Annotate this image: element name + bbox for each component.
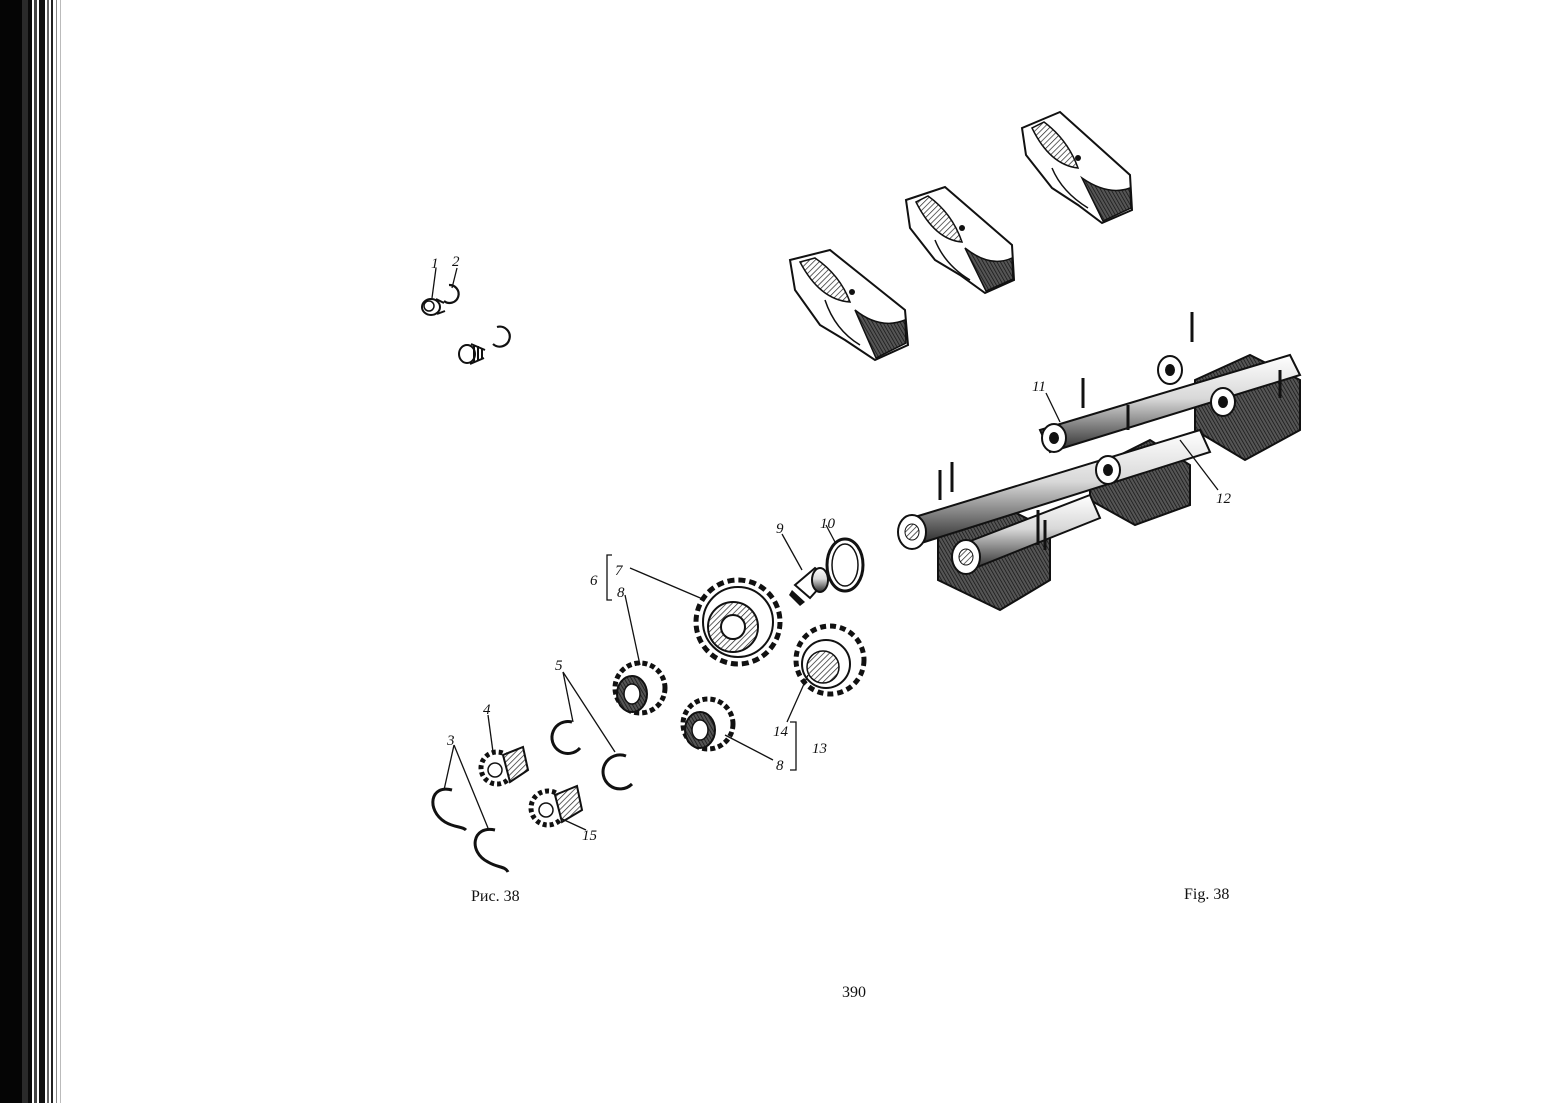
callout-14: 14 bbox=[773, 724, 789, 740]
leader-lines bbox=[431, 267, 1219, 831]
callout-5: 5 bbox=[555, 658, 563, 674]
callout-4: 4 bbox=[483, 702, 491, 718]
pinion-4-icon bbox=[478, 745, 530, 787]
large-gear-icon bbox=[693, 577, 783, 667]
retaining-ring-3a-icon bbox=[431, 787, 468, 832]
bushing-icon bbox=[789, 566, 830, 606]
retaining-ring-3b-icon bbox=[473, 827, 510, 873]
bearing-cap-middle-icon bbox=[904, 185, 1016, 295]
callout-numbers: 1 2 3 4 5 6 7 8 8 9 10 11 12 13 14 15 bbox=[431, 254, 1232, 844]
pinion-15-icon bbox=[528, 784, 584, 828]
spring-lower-icon bbox=[458, 343, 486, 365]
page-number: 390 bbox=[842, 984, 866, 1001]
scanned-binding-edge bbox=[0, 0, 61, 1103]
callout-15: 15 bbox=[582, 828, 598, 844]
callout-8-upper: 8 bbox=[617, 585, 625, 601]
shaft-assembly-icon bbox=[897, 312, 1302, 612]
callout-3: 3 bbox=[446, 733, 455, 749]
small-gear-lower-icon bbox=[680, 696, 736, 752]
bearing-cap-left-icon bbox=[788, 248, 910, 362]
snap-ring-5b-icon bbox=[601, 753, 634, 791]
callout-2: 2 bbox=[452, 254, 460, 270]
bearing-cap-right-icon bbox=[1020, 110, 1134, 225]
callout-11: 11 bbox=[1032, 379, 1046, 395]
callout-8-lower: 8 bbox=[776, 758, 784, 774]
figure-caption-ru: Рис. 38 bbox=[471, 888, 520, 905]
callout-7: 7 bbox=[615, 563, 624, 579]
callout-6: 6 bbox=[590, 573, 598, 589]
callout-13: 13 bbox=[812, 741, 827, 757]
snap-ring-5a-icon bbox=[550, 720, 582, 755]
callout-9: 9 bbox=[776, 521, 784, 537]
thrust-ring-icon bbox=[825, 537, 865, 593]
spring-upper-icon bbox=[421, 298, 446, 316]
figure-caption-en: Fig. 38 bbox=[1184, 886, 1230, 903]
snap-ring-lower-icon bbox=[492, 325, 511, 348]
callout-10: 10 bbox=[820, 516, 836, 532]
small-gear-upper-icon bbox=[612, 660, 668, 716]
callout-12: 12 bbox=[1216, 491, 1232, 507]
snap-ring-upper-icon bbox=[443, 283, 460, 305]
gear-14-icon bbox=[793, 623, 867, 697]
callout-1: 1 bbox=[431, 256, 439, 272]
